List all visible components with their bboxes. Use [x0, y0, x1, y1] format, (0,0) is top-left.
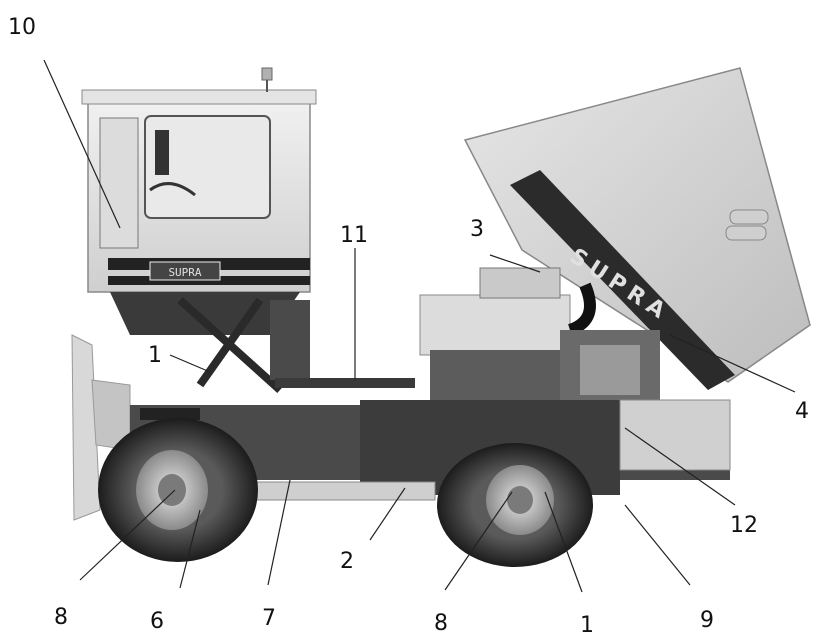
callout-8-rear: 8 — [434, 611, 448, 636]
callout-labels: 10 11 3 1 4 12 2 9 8 6 7 8 1 — [8, 15, 809, 637]
cab-badge: SUPRA — [168, 266, 201, 279]
callout-12: 12 — [730, 513, 758, 538]
callout-9: 9 — [700, 608, 714, 633]
callout-2: 2 — [340, 549, 354, 574]
rear-wheel — [437, 443, 593, 567]
callout-4: 4 — [795, 399, 809, 424]
cab: SUPRA — [81, 67, 317, 293]
callout-1-lower: 1 — [580, 613, 594, 637]
leader-lines — [43, 59, 796, 593]
cab-lift-frame — [110, 292, 310, 393]
hopper: SUPRA — [463, 67, 811, 390]
callout-8-front: 8 — [54, 605, 68, 630]
drive-shaft — [275, 378, 415, 388]
callout-10: 10 — [8, 15, 36, 40]
callout-3: 3 — [470, 217, 484, 242]
callout-1-upper: 1 — [148, 343, 162, 368]
front-blade — [71, 334, 131, 521]
callout-11: 11 — [340, 223, 368, 248]
callout-6: 6 — [150, 609, 164, 634]
callout-7: 7 — [262, 606, 276, 631]
